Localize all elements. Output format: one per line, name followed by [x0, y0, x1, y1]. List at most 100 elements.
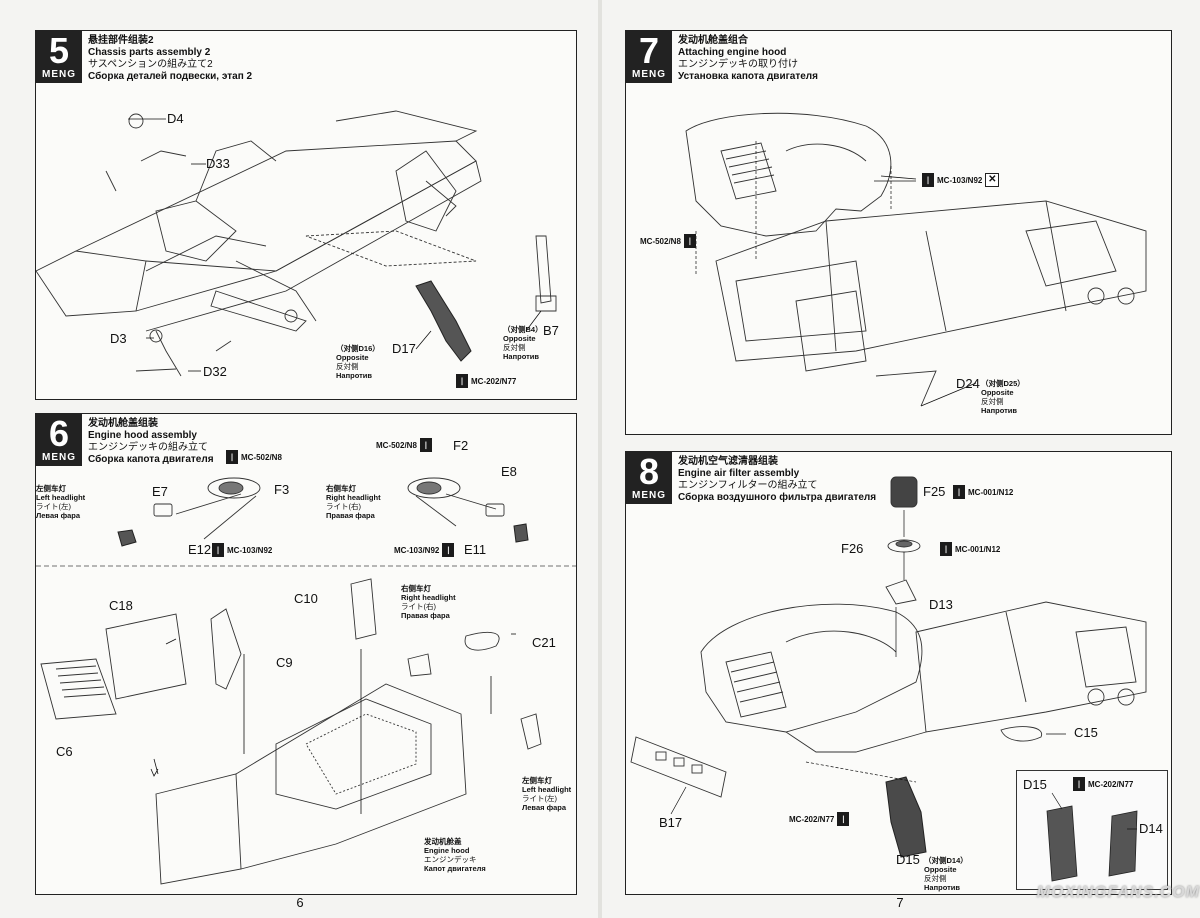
part-label-f25: F25 [923, 484, 946, 499]
paint-callout: MC-502/N8 ꞁ [640, 234, 696, 248]
note-jp: ライト(左) [522, 794, 557, 803]
step-titles: 发动机空气滤清器组装 Engine air filter assembly エン… [678, 456, 876, 504]
note-jp: 反対側 [503, 343, 526, 352]
note-ru: Напротив [503, 352, 539, 361]
detail-inset: D15 D14 ꞁ MC-202/N77 [1016, 770, 1168, 890]
title-en: Attaching engine hood [678, 47, 787, 58]
step-titles: 悬挂部件组装2 Chassis parts assembly 2 サスペンション… [88, 35, 252, 83]
title-en: Chassis parts assembly 2 [88, 47, 211, 58]
note-jp: 反対側 [924, 874, 947, 883]
part-label-c18: C18 [109, 598, 133, 613]
part-label-e12: E12 [188, 542, 212, 557]
paint-callout: ꞁ MC-103/N92 ✕ [922, 173, 1000, 187]
paint-brush-icon: ꞁ [922, 173, 934, 187]
part-label-d4: D4 [167, 111, 184, 126]
paint-callout: ꞁ MC-103/N92 [212, 543, 272, 557]
paint-callout: ꞁ MC-202/N77 [1073, 777, 1133, 791]
note-en: Left headlight [522, 785, 572, 794]
paint-callout: MC-202/N77 ꞁ [789, 812, 850, 826]
part-label-c21: C21 [532, 635, 556, 650]
brand-logo: MENG [632, 490, 666, 501]
paint-callout: MC-103/N92 ꞁ [394, 543, 455, 557]
brand-logo: MENG [632, 69, 666, 80]
part-label-b17: B17 [659, 815, 683, 830]
part-label-c15: C15 [1074, 725, 1098, 740]
opposite-note-d17: （对侧D16） Opposite 反対側 Напротив [336, 344, 380, 380]
hood-attach-drawing [685, 112, 1147, 407]
title-ru: Сборка воздушного фильтра двигателя [678, 492, 877, 503]
headlight-note-left: 左侧车灯 Left headlight ライト(左) Левая фара [36, 484, 85, 520]
inset-drawing [1046, 792, 1138, 882]
left-page: 5 MENG 悬挂部件组装2 Chassis parts assembly 2 … [35, 30, 577, 910]
note-cn: （对侧D16） [336, 344, 380, 353]
note-en: Engine hood [424, 846, 470, 855]
hood-drawing [36, 477, 576, 885]
part-label-e8: E8 [501, 464, 517, 479]
inset-label-d15: D15 [1023, 777, 1047, 792]
air-filter-drawing [630, 476, 1147, 858]
part-label-d33: D33 [206, 156, 230, 171]
title-jp: エンジンフィルターの組み立て [678, 480, 818, 491]
note-ru: Правая фара [326, 511, 375, 520]
step-number: 5 [48, 30, 70, 71]
paint-code: MC-103/N92 [937, 175, 983, 185]
part-label-d24: D24 [956, 376, 980, 391]
part-label-d32: D32 [203, 364, 227, 379]
title-en: Engine air filter assembly [678, 468, 800, 479]
paint-brush-icon: ꞁ [953, 485, 965, 499]
paint-brush-icon: ꞁ [226, 450, 238, 464]
title-cn: 发动机舱盖组装 [88, 418, 158, 429]
title-jp: サスペンションの組み立て2 [88, 59, 213, 70]
page-gutter [598, 0, 602, 918]
note-cn: 右侧车灯 [326, 484, 356, 493]
brand-logo: MENG [42, 69, 76, 80]
paint-brush-icon: ꞁ [1073, 777, 1085, 791]
opposite-note-d15: （对侧D14） Opposite 反対側 Напротив [924, 856, 968, 892]
part-label-f2: F2 [453, 438, 469, 453]
step-badge: 6 MENG [36, 414, 82, 466]
paint-brush-icon: ꞁ [419, 438, 432, 452]
note-jp: ライト(左) [36, 502, 71, 511]
part-label-f3: F3 [274, 482, 290, 497]
note-en: Opposite [981, 388, 1014, 397]
paint-code: MC-103/N92 [394, 545, 440, 555]
paint-code: MC-202/N77 [789, 814, 835, 824]
paint-callout: MC-502/N8 ꞁ [376, 438, 432, 452]
paint-code: MC-001/N12 [968, 487, 1014, 497]
note-ru: Правая фара [401, 611, 450, 620]
note-ru: Напротив [336, 371, 372, 380]
note-ru: Напротив [924, 883, 960, 892]
title-jp: エンジンデッキの取り付け [678, 59, 798, 70]
note-cn: 发动机舱盖 [424, 837, 462, 846]
step-5-panel: 5 MENG 悬挂部件组装2 Chassis parts assembly 2 … [35, 30, 577, 400]
title-en: Engine hood assembly [88, 430, 197, 441]
note-en: Right headlight [326, 493, 381, 502]
note-en: Left headlight [36, 493, 86, 502]
part-label-d15: D15 [896, 852, 920, 867]
title-ru: Установка капота двигателя [678, 71, 818, 82]
step-titles: 发动机舱盖组装 Engine hood assembly エンジンデッキの組み立… [88, 418, 214, 466]
inset-label-d14: D14 [1139, 821, 1163, 836]
opposite-note-b7: （对侧B4） Opposite 反対側 Напротив [503, 325, 543, 361]
brand-logo: MENG [42, 452, 76, 463]
paint-code: MC-502/N8 [640, 236, 681, 246]
note-cn: 右侧车灯 [401, 584, 431, 593]
paint-code: MC-001/N12 [955, 544, 1001, 554]
note-ru: Напротив [981, 406, 1017, 415]
note-en: Opposite [336, 353, 369, 362]
title-ru: Сборка капота двигателя [88, 454, 214, 465]
paint-callout: ꞁ MC-202/N77 [456, 374, 516, 388]
paint-brush-icon: ꞁ [442, 543, 455, 557]
page-number-left: 6 [296, 895, 304, 910]
step-8-panel: 8 MENG 发动机空气滤清器组装 Engine air filter asse… [625, 451, 1172, 895]
headlight-note-right: 右侧车灯 Right headlight ライト(右) Правая фара [326, 484, 381, 520]
paint-callout: ꞁ MC-001/N12 [953, 485, 1013, 499]
step-badge: 7 MENG [626, 31, 672, 83]
headlight-note-right-b: 右侧车灯 Right headlight ライト(右) Правая фара [401, 584, 456, 620]
step-number: 6 [48, 413, 70, 454]
part-label-d3: D3 [110, 331, 127, 346]
note-jp: ライト(右) [401, 602, 436, 611]
part-label-c9: C9 [276, 655, 293, 670]
paint-code: MC-502/N8 [241, 452, 282, 462]
right-page: 7 MENG 发动机舱盖组合 Attaching engine hood エンジ… [600, 0, 1200, 918]
